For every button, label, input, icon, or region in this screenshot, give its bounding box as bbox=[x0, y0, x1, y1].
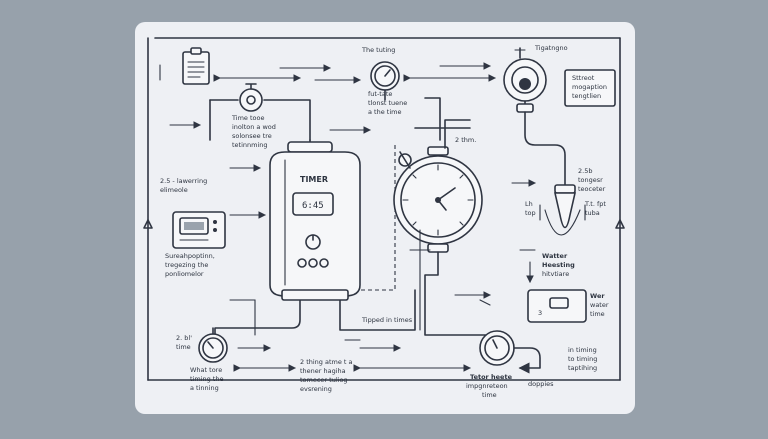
water-heating-line-2: Heesting bbox=[542, 261, 575, 269]
gauge-note-line-1: fut-tate bbox=[368, 90, 392, 98]
right-upper-line-1: 2.5b bbox=[578, 167, 592, 175]
info-box-line-3: tengtlien bbox=[572, 92, 601, 100]
wer-time-line-1: Wer bbox=[590, 292, 605, 300]
two-thing-line-4: evsrening bbox=[300, 385, 332, 393]
label-tipped: Tipped in times bbox=[361, 316, 413, 324]
top-right-gauge bbox=[503, 47, 566, 186]
center-note-line-2: inolton a wod bbox=[232, 123, 276, 131]
right-upper-line-2: tongesr bbox=[578, 176, 603, 184]
bottom-left-gauge bbox=[198, 327, 228, 363]
bottom-arrows bbox=[229, 249, 536, 372]
what-tore-line-2: timing the bbox=[190, 375, 223, 383]
left-upper-line-1: 2.5 - lawerring bbox=[160, 177, 207, 185]
center-note-line-4: tetinnming bbox=[232, 141, 268, 149]
label-three: 3 bbox=[538, 309, 542, 317]
water-heater-line-3: time bbox=[482, 391, 497, 399]
label-tt-1: T.t. fpt bbox=[584, 200, 606, 208]
what-tore-line-3: a tinning bbox=[190, 384, 219, 392]
gauge-note-line-2: tlonst tuene bbox=[368, 99, 407, 107]
center-note-line-1: Time tooe bbox=[231, 114, 264, 122]
pipe-valve bbox=[209, 83, 311, 141]
left-bottom-line-1: 2. bl' bbox=[176, 334, 192, 342]
top-arrows bbox=[159, 62, 497, 129]
bottom-center-gauge bbox=[479, 330, 541, 374]
two-thing-line-1: 2 thing atme t a bbox=[300, 358, 353, 366]
right-bottom-line-2: to timing bbox=[568, 355, 597, 363]
water-heater-line-1: Tetor heete bbox=[470, 373, 513, 381]
thermostat-valve bbox=[511, 179, 586, 236]
gauge-note-line-3: a the time bbox=[368, 108, 401, 116]
left-lower-line-2: tregezing the bbox=[165, 261, 208, 269]
right-bottom-line-1: in timing bbox=[568, 346, 597, 354]
digital-timer-box[interactable] bbox=[172, 164, 267, 249]
water-heating-line-3: hitvtiare bbox=[542, 270, 569, 278]
label-lb-1: Lh bbox=[525, 200, 533, 208]
info-box bbox=[564, 69, 616, 107]
heater-title: TIMER bbox=[300, 175, 328, 184]
two-thing-line-2: thener hagiha bbox=[300, 367, 346, 375]
water-timer-device[interactable] bbox=[526, 261, 587, 323]
info-box-line-2: mogaption bbox=[572, 83, 607, 91]
left-upper-line-2: elimeole bbox=[160, 186, 188, 194]
label-two-thm: 2 thm. bbox=[455, 136, 476, 144]
label-top-right-gauge: Tigatngno bbox=[534, 44, 568, 52]
center-note-line-3: solonsee tre bbox=[232, 132, 272, 140]
two-thing-line-3: tomecer tuliog bbox=[300, 376, 348, 384]
left-lower-line-1: Sureahpoptinn, bbox=[165, 252, 215, 260]
label-tt-2: tuba bbox=[585, 209, 600, 217]
right-bottom-line-3: taptihing bbox=[568, 364, 597, 372]
left-lower-line-3: ponliomelor bbox=[165, 270, 204, 278]
right-upper-line-3: teoceter bbox=[578, 185, 606, 193]
water-heater-line-2: impgnreteon bbox=[466, 382, 508, 390]
wer-time-line-3: time bbox=[590, 310, 605, 318]
label-lb-2: top bbox=[525, 209, 536, 217]
info-box-line-1: Sttreot bbox=[572, 74, 595, 82]
large-clock[interactable] bbox=[393, 97, 492, 336]
label-the-timing: The tuting bbox=[361, 46, 395, 54]
outer-frame bbox=[143, 37, 625, 381]
what-tore-line-1: What tore bbox=[190, 366, 222, 374]
heater-display: 6:45 bbox=[302, 201, 324, 211]
top-pressure-gauge bbox=[370, 61, 400, 101]
clipboard-icon bbox=[182, 47, 210, 85]
label-dopples: doppies bbox=[528, 380, 554, 388]
water-heating-line-1: Watter bbox=[542, 252, 568, 260]
water-heater[interactable] bbox=[269, 141, 361, 301]
wer-time-line-2: water bbox=[590, 301, 609, 309]
left-bottom-line-2: time bbox=[176, 343, 191, 351]
